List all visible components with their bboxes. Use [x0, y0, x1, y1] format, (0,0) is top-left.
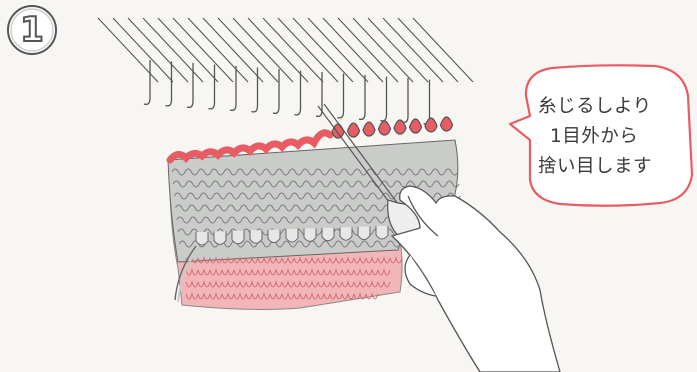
red-loop — [410, 119, 422, 133]
u-loop — [268, 230, 280, 243]
u-loop — [250, 230, 262, 243]
needle-hook — [338, 74, 344, 118]
needle-hook — [230, 66, 236, 110]
callout-line-1: 糸じるしより — [538, 92, 688, 122]
u-loop — [340, 227, 352, 240]
needle-line — [413, 18, 473, 82]
red-loop — [441, 117, 453, 131]
needle-line — [98, 18, 158, 82]
red-loop — [332, 124, 344, 138]
u-loop — [304, 228, 316, 241]
needle-bed-lines — [98, 18, 473, 82]
needle-line — [263, 18, 323, 82]
needle-hook — [402, 78, 408, 122]
callout-line-2: 1目外から — [538, 122, 688, 152]
needle-line — [323, 18, 383, 82]
needle-hook — [209, 65, 215, 109]
u-loop — [358, 227, 370, 240]
picked-up-loops — [332, 117, 453, 138]
needle-hook — [252, 68, 258, 112]
red-loop — [348, 123, 360, 137]
needle-line — [113, 18, 173, 82]
needle-line — [173, 18, 233, 82]
needle-line — [368, 18, 428, 82]
needle-hook — [359, 75, 365, 119]
step-number: 1 — [6, 4, 58, 56]
needle-hook — [381, 77, 387, 121]
needle-hook — [424, 80, 430, 124]
needle-hook — [295, 71, 301, 115]
u-loop — [232, 231, 244, 244]
needle-line — [188, 18, 248, 82]
needle-hook — [144, 60, 150, 104]
hand — [392, 186, 560, 372]
needle-line — [128, 18, 188, 82]
u-loop — [214, 231, 226, 244]
needle-line — [143, 18, 203, 82]
red-loop — [363, 122, 375, 136]
callout-line-3: 捨い目します — [538, 152, 688, 182]
needle-line — [338, 18, 398, 82]
needle-line — [353, 18, 413, 82]
needle-line — [278, 18, 338, 82]
needle-line — [383, 18, 443, 82]
u-loop — [376, 226, 388, 239]
u-loop — [196, 232, 208, 245]
red-loop — [379, 121, 391, 135]
needle-line — [218, 18, 278, 82]
needle-hook — [166, 62, 172, 106]
needle-line — [398, 18, 458, 82]
red-loop — [425, 118, 437, 132]
u-loop — [322, 228, 334, 241]
step-number-badge: 1 — [6, 4, 58, 56]
needle-line — [293, 18, 353, 82]
needle-line — [158, 18, 218, 82]
needle-line — [203, 18, 263, 82]
needle-line — [233, 18, 293, 82]
needle-hook — [273, 69, 279, 113]
u-loop — [286, 229, 298, 242]
callout-text: 糸じるしより 1目外から 捨い目します — [538, 92, 688, 182]
needle-line — [308, 18, 368, 82]
